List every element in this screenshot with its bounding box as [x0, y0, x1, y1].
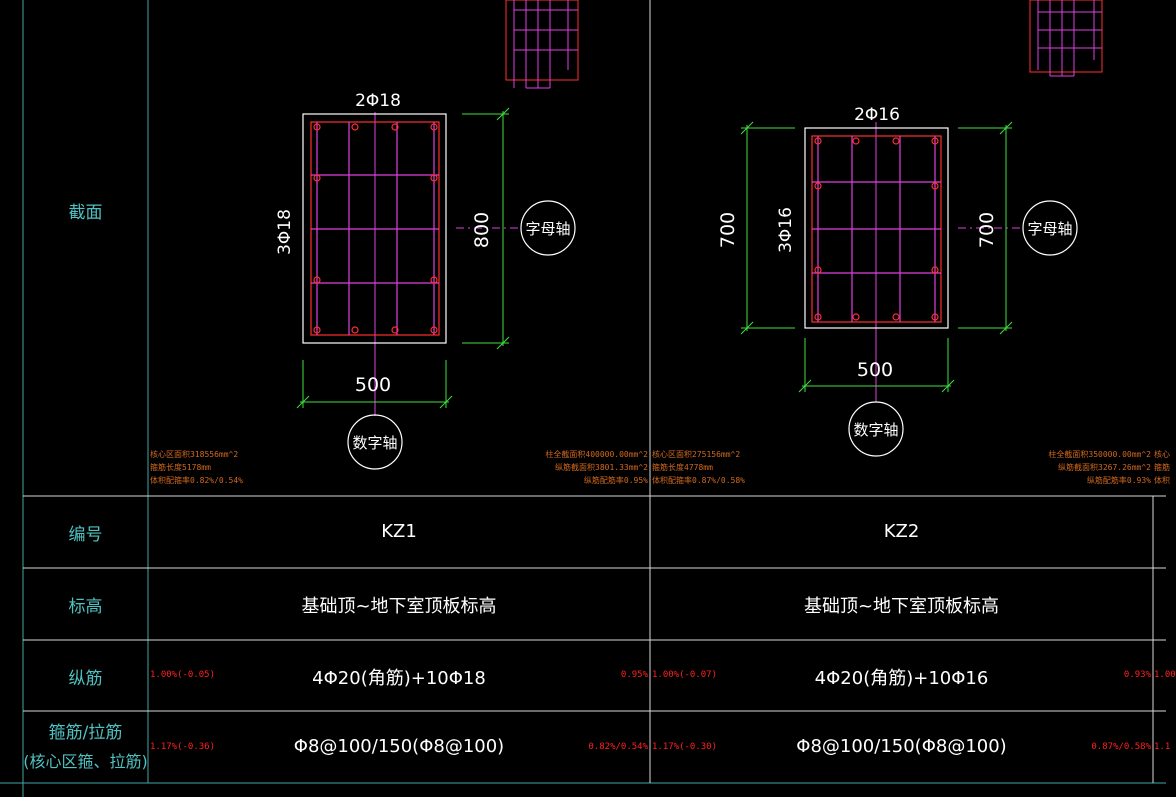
kz1-height-dim: 800: [471, 212, 493, 248]
kz1-stir-ratio-left: 1.17%(-0.36): [150, 742, 216, 752]
kz1-stirrup: Φ8@100/150(Φ8@100): [293, 736, 505, 757]
kz2-stats-left: 核心区面积275156mm^2 箍筋长度4778mm 体积配箍率0.87%/0.…: [652, 448, 745, 487]
row-label-elevation: 标高: [68, 597, 103, 617]
kz1-long-ratio-left: 1.00%(-0.05): [150, 670, 216, 680]
kz1-width-dim: 500: [355, 374, 391, 396]
kz2-elevation: 基础顶~地下室顶板标高: [803, 596, 1000, 617]
edge-stats-bot: 体积: [1154, 476, 1170, 485]
row-label-stirrup-core: (核心区箍、拉筋): [23, 752, 148, 771]
table-grid: [23, 0, 1166, 783]
kz1-top-bar-label: 2Φ18: [355, 91, 401, 111]
edge-stats: 核心 箍筋 体积: [1154, 448, 1170, 487]
kz2-section: [740, 121, 1078, 457]
kz1-stats-right: 柱全截面积400000.00mm^2 纵筋截面积3801.33mm^2 纵筋配筋…: [545, 448, 648, 487]
kz2-number: KZ2: [883, 521, 920, 542]
kz2-longitudinal: 4Φ20(角筋)+10Φ16: [814, 668, 989, 689]
kz2-width-dim: 500: [857, 359, 893, 381]
row-label-number: 编号: [68, 525, 103, 545]
kz1-rebar-ratio: 纵筋配筋率0.95%: [583, 476, 648, 485]
kz2-rebar-area: 纵筋截面积3267.26mm^2: [1058, 463, 1151, 472]
kz2-long-ratio-right: 0.93%: [1123, 670, 1151, 680]
kz2-height-dim: 700: [976, 212, 998, 248]
kz2-core-area: 核心区面积275156mm^2: [652, 450, 741, 459]
upper-detail-left: [505, 0, 579, 89]
kz2-top-bar-label: 2Φ16: [854, 105, 900, 125]
kz2-volume-ratio: 体积配箍率0.87%/0.58%: [652, 476, 745, 485]
kz1-axis-letter-label: 字母轴: [525, 220, 570, 238]
kz1-number: KZ1: [381, 521, 417, 542]
kz2-axis-number-label: 数字轴: [853, 421, 898, 439]
kz2-hoop-length: 箍筋长度4778mm: [652, 463, 713, 472]
row-label-stirrup: 箍筋/拉筋: [48, 723, 123, 743]
edge-long-ratio: 1.00: [1154, 670, 1176, 680]
kz1-core-area: 核心区面积318556mm^2: [150, 450, 239, 459]
kz1-stir-ratio-right: 0.82%/0.54%: [588, 742, 648, 752]
kz1-hoop-length: 箍筋长度5178mm: [150, 463, 211, 472]
kz1-stats-left: 核心区面积318556mm^2 箍筋长度5178mm 体积配箍率0.82%/0.…: [150, 448, 243, 487]
kz2-rebar-ratio: 纵筋配筋率0.93%: [1086, 476, 1151, 485]
kz1-long-ratio-right: 0.95%: [620, 670, 648, 680]
kz2-side-bar-label: 3Φ16: [776, 207, 796, 253]
kz1-section: [296, 107, 576, 470]
kz1-gross-area: 柱全截面积400000.00mm^2: [545, 450, 648, 459]
kz1-side-bar-label: 3Φ18: [275, 209, 295, 255]
row-label-longitudinal: 纵筋: [68, 669, 103, 689]
kz2-stirrup: Φ8@100/150(Φ8@100): [796, 736, 1007, 757]
kz1-elevation: 基础顶~地下室顶板标高: [301, 596, 497, 617]
kz2-gross-area: 柱全截面积350000.00mm^2: [1048, 450, 1151, 459]
edge-stats-mid: 箍筋: [1154, 463, 1170, 472]
edge-stir-ratio: 1.1: [1154, 742, 1171, 752]
kz2-long-ratio-left: 1.00%(-0.07): [652, 670, 718, 680]
upper-detail-right: [1029, 0, 1103, 77]
kz2-stir-ratio-right: 0.87%/0.58%: [1091, 742, 1151, 752]
kz2-stats-right: 柱全截面积350000.00mm^2 纵筋截面积3267.26mm^2 纵筋配筋…: [1048, 448, 1151, 487]
kz2-stir-ratio-left: 1.17%(-0.30): [652, 742, 718, 752]
kz1-longitudinal: 4Φ20(角筋)+10Φ18: [312, 668, 486, 689]
edge-stats-top: 核心: [1154, 450, 1170, 459]
kz2-height-dim-left: 700: [717, 212, 739, 248]
kz1-axis-number-label: 数字轴: [352, 434, 397, 452]
row-label-section: 截面: [68, 203, 103, 223]
kz1-rebar-area: 纵筋截面积3801.33mm^2: [555, 463, 648, 472]
kz2-axis-letter-label: 字母轴: [1027, 220, 1072, 238]
kz1-volume-ratio: 体积配箍率0.82%/0.54%: [150, 476, 243, 485]
